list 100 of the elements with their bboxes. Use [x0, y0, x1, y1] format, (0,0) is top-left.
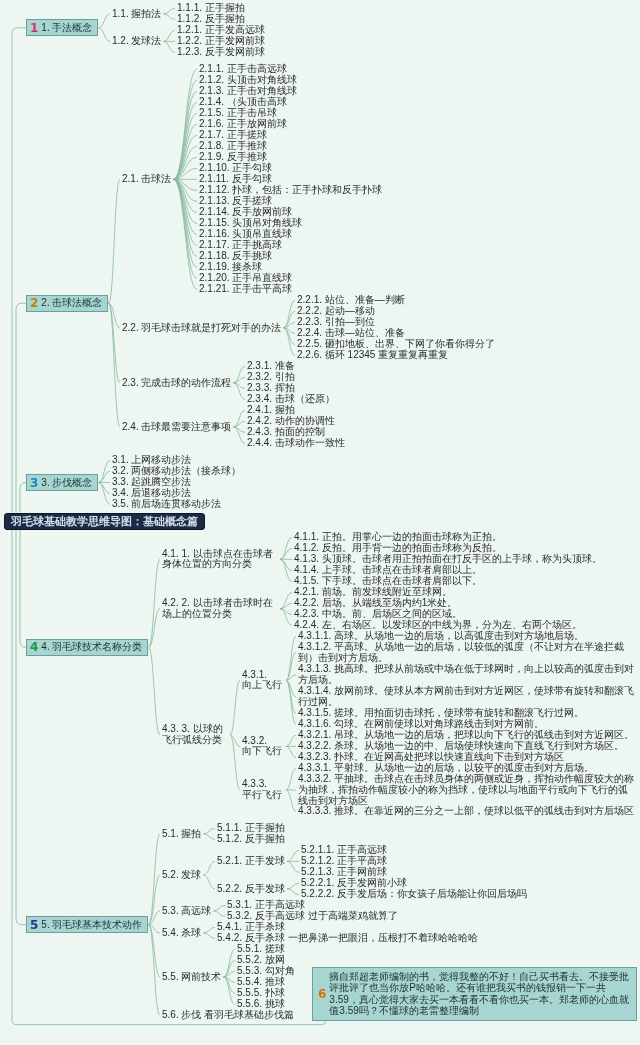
branch-label: 2.1.10. 正手勾球 — [197, 163, 275, 174]
topic-title: 5. 羽毛球基本技术动作 — [41, 918, 143, 931]
branch-line — [279, 558, 293, 560]
branch-line — [233, 426, 246, 433]
branch-label: 2.1.17. 正手挑高球 — [197, 240, 285, 251]
branch-label: 1.2.3. 反手发网前球 — [175, 47, 267, 58]
branch-line — [279, 558, 293, 582]
branch-line — [233, 366, 246, 384]
branch-line — [223, 976, 236, 983]
branch-label: 5.4. 杀球 — [160, 927, 204, 939]
branch-label: 1.2.2. 正手发网前球 — [175, 36, 267, 47]
branch-label: 2.2. 羽毛球击球就是打死对手的办法 — [120, 322, 284, 334]
branch-line — [229, 734, 241, 791]
branch-label: 4.1.2. 反拍。用手背一边的拍面击球称为反拍。 — [292, 543, 504, 554]
branch-line — [286, 861, 300, 873]
branch-line — [283, 327, 296, 334]
branch-label: 5.2.1.3. 正手网前球 — [299, 867, 390, 878]
priority-number: 6 — [318, 986, 327, 1001]
branch-label: 4.3.1.1. 高球。从场地一边的后场，以高弧度击到对方场地后场。 — [296, 631, 587, 642]
branch-line — [148, 910, 161, 926]
branch-label: 5.2. 发球 — [160, 869, 204, 881]
branch-line — [283, 300, 296, 329]
branch-label: 4.3.1.3. 挑高球。把球从前场或中场在低于球网时，向上以较高的弧度击到对方后场。 — [296, 664, 637, 686]
branch-line — [163, 13, 176, 20]
topic-box — [26, 638, 149, 656]
branch-label: 4.2.4. 左、右场区。以发球区的中线为界，分为左、右两个场区。 — [292, 620, 584, 631]
branch-line — [229, 679, 241, 736]
branch-label: 5.5.3. 勾对角 — [235, 966, 297, 977]
branch-label: 2.4. 击球最需要注意事项 — [120, 421, 234, 433]
branch-line — [148, 833, 161, 926]
branch-line — [203, 828, 216, 835]
branch-label: 5.2.2. 反手发球 — [215, 883, 287, 895]
topic-title: 2. 击球法概念 — [41, 297, 103, 310]
branch-label: 2.2.2. 起动—移动 — [295, 306, 377, 317]
branch-label: 5.3.2. 反手高远球 过于高端菜鸡就算了 — [225, 911, 400, 922]
branch-line — [203, 927, 216, 934]
branch-label: 2.2.4. 击球—站位、准备 — [295, 328, 407, 339]
branch-line — [233, 410, 246, 428]
branch-line — [148, 924, 161, 1016]
branch-line — [285, 679, 297, 698]
branch-label: 4.1.3. 头顶球。击球者用正拍拍面在打反手区的上手球，称为头顶球。 — [292, 554, 604, 565]
branch-label: 4.1.4. 上手球。击球点在击球者肩部以上。 — [292, 565, 484, 576]
branch-line — [285, 768, 297, 791]
branch-label: 2.2.5. 砸扣地板、出界、下网了你看你得分了 — [295, 339, 497, 350]
branch-label: 4.3.1. 向上飞行 — [240, 669, 286, 692]
branch-label: 1.1.2. 反手握拍 — [175, 14, 247, 25]
branch-line — [148, 924, 161, 978]
branch-label: 5.2.2.2. 反手发后场：你女孩子后场能让你回后场吗 — [299, 889, 530, 900]
branch-label: 5.2.1.2. 正手平高球 — [299, 856, 390, 867]
branch-line — [108, 179, 121, 304]
branch-line — [279, 603, 293, 610]
priority-number: 4 — [30, 640, 39, 655]
branch-line — [223, 976, 236, 1005]
topic-title: 1. 手法概念 — [41, 21, 93, 34]
branch-label: 5.1.2. 反手握拍 — [215, 834, 287, 845]
branch-line — [283, 327, 296, 356]
branch-line — [163, 41, 176, 42]
branch-line — [233, 382, 246, 389]
branch-line — [286, 883, 300, 890]
branch-line — [279, 592, 293, 610]
branch-label: 2.1.11. 反手勾球 — [197, 174, 274, 185]
branch-line — [108, 302, 121, 384]
branch-label: 2.1.18. 反手挑球 — [197, 251, 275, 262]
branch-label: 5.5.5. 扑球 — [235, 988, 287, 999]
priority-number: 2 — [30, 296, 39, 311]
branch-line — [233, 382, 246, 400]
branch-label: 2.1. 击球法 — [120, 174, 174, 185]
branch-label: 4.2. 2. 以击球者击球时在场上的位置分类 — [160, 598, 280, 620]
branch-label: 5.6. 步伐 看羽毛球基础步伐篇 — [160, 1010, 297, 1021]
branch-label: 4.3.1.6. 勾球。在网前使球以对角球路线击到对方网前。 — [296, 719, 547, 730]
branch-label: 2.1.20. 正手吊直线球 — [197, 273, 295, 284]
branch-line — [279, 608, 293, 626]
branch-line — [98, 27, 111, 42]
branch-label: 4.2.3. 中场。前、后场区之间的区域。 — [292, 609, 464, 620]
topic-box — [26, 19, 99, 37]
branch-label: 2.4.2. 动作的协调性 — [245, 416, 337, 427]
branch-label: 2.4.3. 拍面的控制 — [245, 427, 327, 438]
branch-line — [213, 910, 226, 917]
topic-title: 4. 羽毛球技术名称分类 — [41, 641, 143, 654]
branch-label: 2.1.4. （头顶击高球 — [197, 97, 289, 108]
branch-label: 4.3.1.4. 放网前球。使球从本方网前击到对方近网区，使球带有旋转和翻滚飞行过网。 — [296, 686, 637, 708]
branch-label: 4.1.5. 下手球。击球点在击球者肩部以下。 — [292, 576, 484, 587]
branch-line — [283, 327, 296, 345]
branch-label: 4.3.1.2. 平高球。从场地一边的后场，以较低的弧度（不让对方在半途拦截到）击到对方后场。 — [296, 642, 637, 664]
branch-label: 4.3.2.3. 扑球。在近网高处把球以快速直线向下击到对方场区 — [296, 752, 567, 763]
branch-label: 2.1.19. 接杀球 — [197, 262, 265, 273]
branch-line — [15, 529, 27, 926]
branch-label: 4.3.3.1. 平射球。从场地一边的后场，以较平的弧度击到对方后场。 — [296, 763, 597, 774]
branch-line — [285, 745, 297, 747]
branch-label: 1.2.1. 正手发高远球 — [175, 25, 267, 36]
branch-line — [163, 8, 176, 15]
branch-line — [203, 833, 216, 840]
branch-line — [98, 482, 111, 505]
branch-line — [286, 861, 300, 862]
branch-label: 4.1.1. 正拍。用掌心一边的拍面击球称为正拍。 — [292, 532, 504, 543]
branch-label: 5.1. 握拍 — [160, 828, 204, 840]
branch-label: 2.3.4. 击球（还原） — [245, 394, 337, 405]
branch-line — [279, 548, 293, 560]
branch-line — [15, 302, 27, 513]
priority-number: 5 — [30, 917, 39, 932]
